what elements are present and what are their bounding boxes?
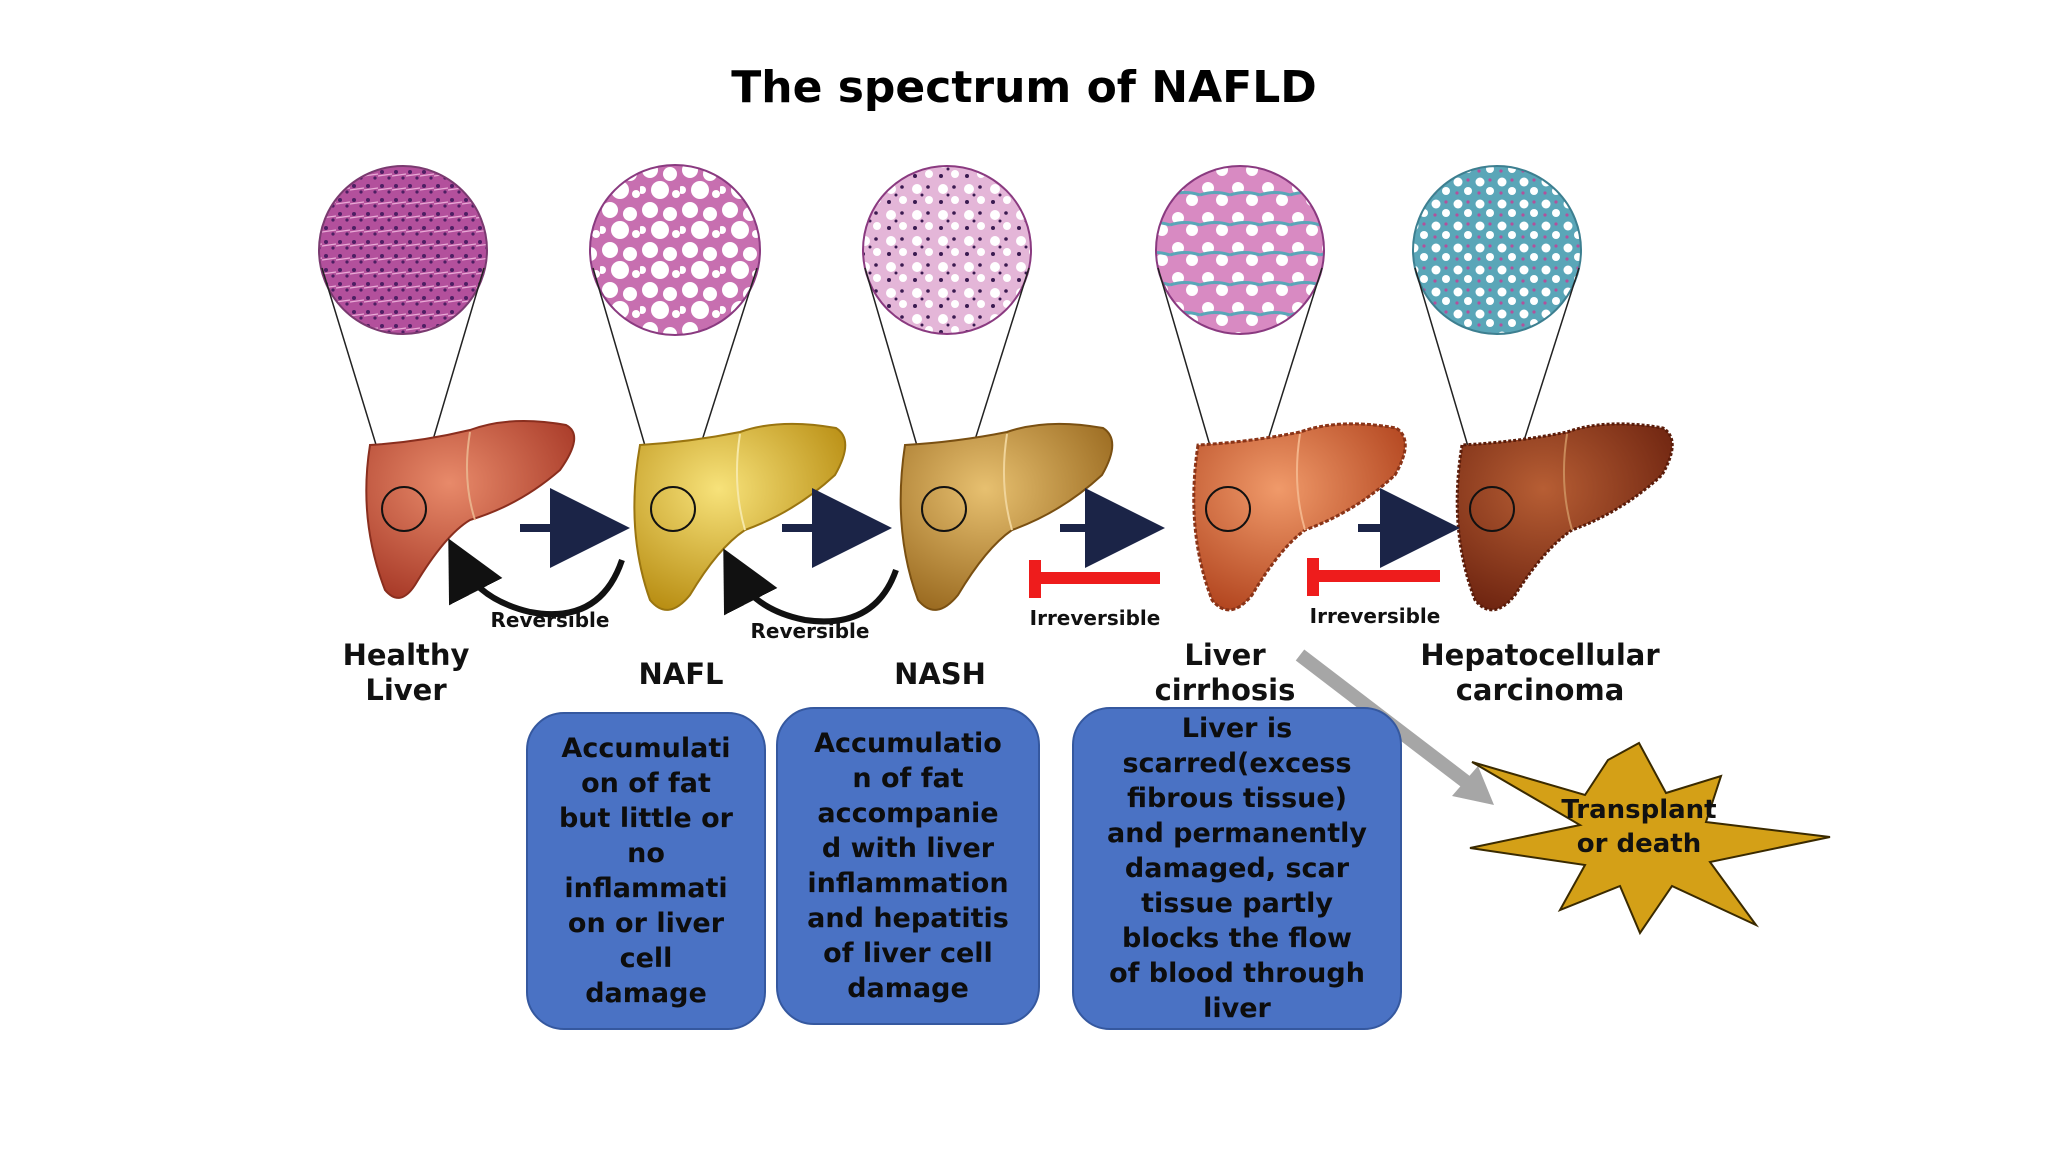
zoom-circle: [381, 486, 427, 532]
histology-healthy-circle: [318, 165, 488, 335]
stage-label-nafl: NAFL: [638, 657, 724, 691]
reversible-label-1: Reversible: [490, 608, 610, 632]
liver-ligament: [1002, 433, 1013, 531]
liver-ligament: [735, 433, 746, 531]
outcome-burst: [1469, 741, 1831, 936]
description-cirrhosis: Liver is scarred(excess fibrous tissue) …: [1072, 707, 1402, 1030]
zoom-circle: [921, 486, 967, 532]
liver-ligament: [1295, 433, 1306, 531]
histology-nash-circle: [862, 165, 1032, 335]
histology-cirrhosis-circle: [1155, 165, 1325, 335]
irreversible-label-1: Irreversible: [1029, 606, 1161, 630]
stage-label-hcc: Hepatocellular carcinoma: [1420, 638, 1660, 707]
stage-hcc: [1412, 165, 1674, 612]
outcome-label: Transplant or death: [1561, 795, 1717, 859]
reversible-arrow-2: [723, 548, 899, 625]
histology-hcc-circle: [1412, 165, 1582, 335]
histology-nafl-circle: [589, 164, 761, 336]
nafl-liver: [633, 422, 847, 611]
stage-healthy: [318, 165, 576, 599]
description-nash: Accumulatio n of fat accompanie d with l…: [776, 707, 1040, 1025]
zoom-circle: [1205, 486, 1251, 532]
healthy-liver: [365, 420, 576, 599]
reversible-label-2: Reversible: [750, 619, 870, 643]
nash-liver: [899, 422, 1114, 611]
description-nafl: Accumulati on of fat but little or no in…: [526, 712, 766, 1030]
liver-ligament: [465, 431, 476, 521]
liver-ligament: [1562, 433, 1573, 531]
zoom-circle: [1469, 486, 1515, 532]
stage-label-cirrhosis: Liver cirrhosis: [1154, 638, 1296, 707]
stage-cirrhosis: [1155, 165, 1407, 612]
reversible-arrow-1: [448, 538, 625, 618]
stage-label-healthy: Healthy Liver: [342, 638, 470, 707]
diagram-title: The spectrum of NAFLD: [731, 62, 1317, 113]
outcome-arrowhead: [1452, 766, 1494, 805]
irreversible-blocker-2: [1307, 558, 1440, 596]
hcc-liver: [1455, 422, 1674, 612]
cirrhosis-liver: [1192, 422, 1407, 612]
stage-label-nash: NASH: [894, 657, 986, 691]
stage-nash: [862, 165, 1114, 611]
stage-nafl: [589, 164, 847, 611]
irreversible-blocker-1: [1029, 560, 1160, 598]
zoom-circle: [650, 486, 696, 532]
irreversible-label-2: Irreversible: [1309, 604, 1441, 628]
